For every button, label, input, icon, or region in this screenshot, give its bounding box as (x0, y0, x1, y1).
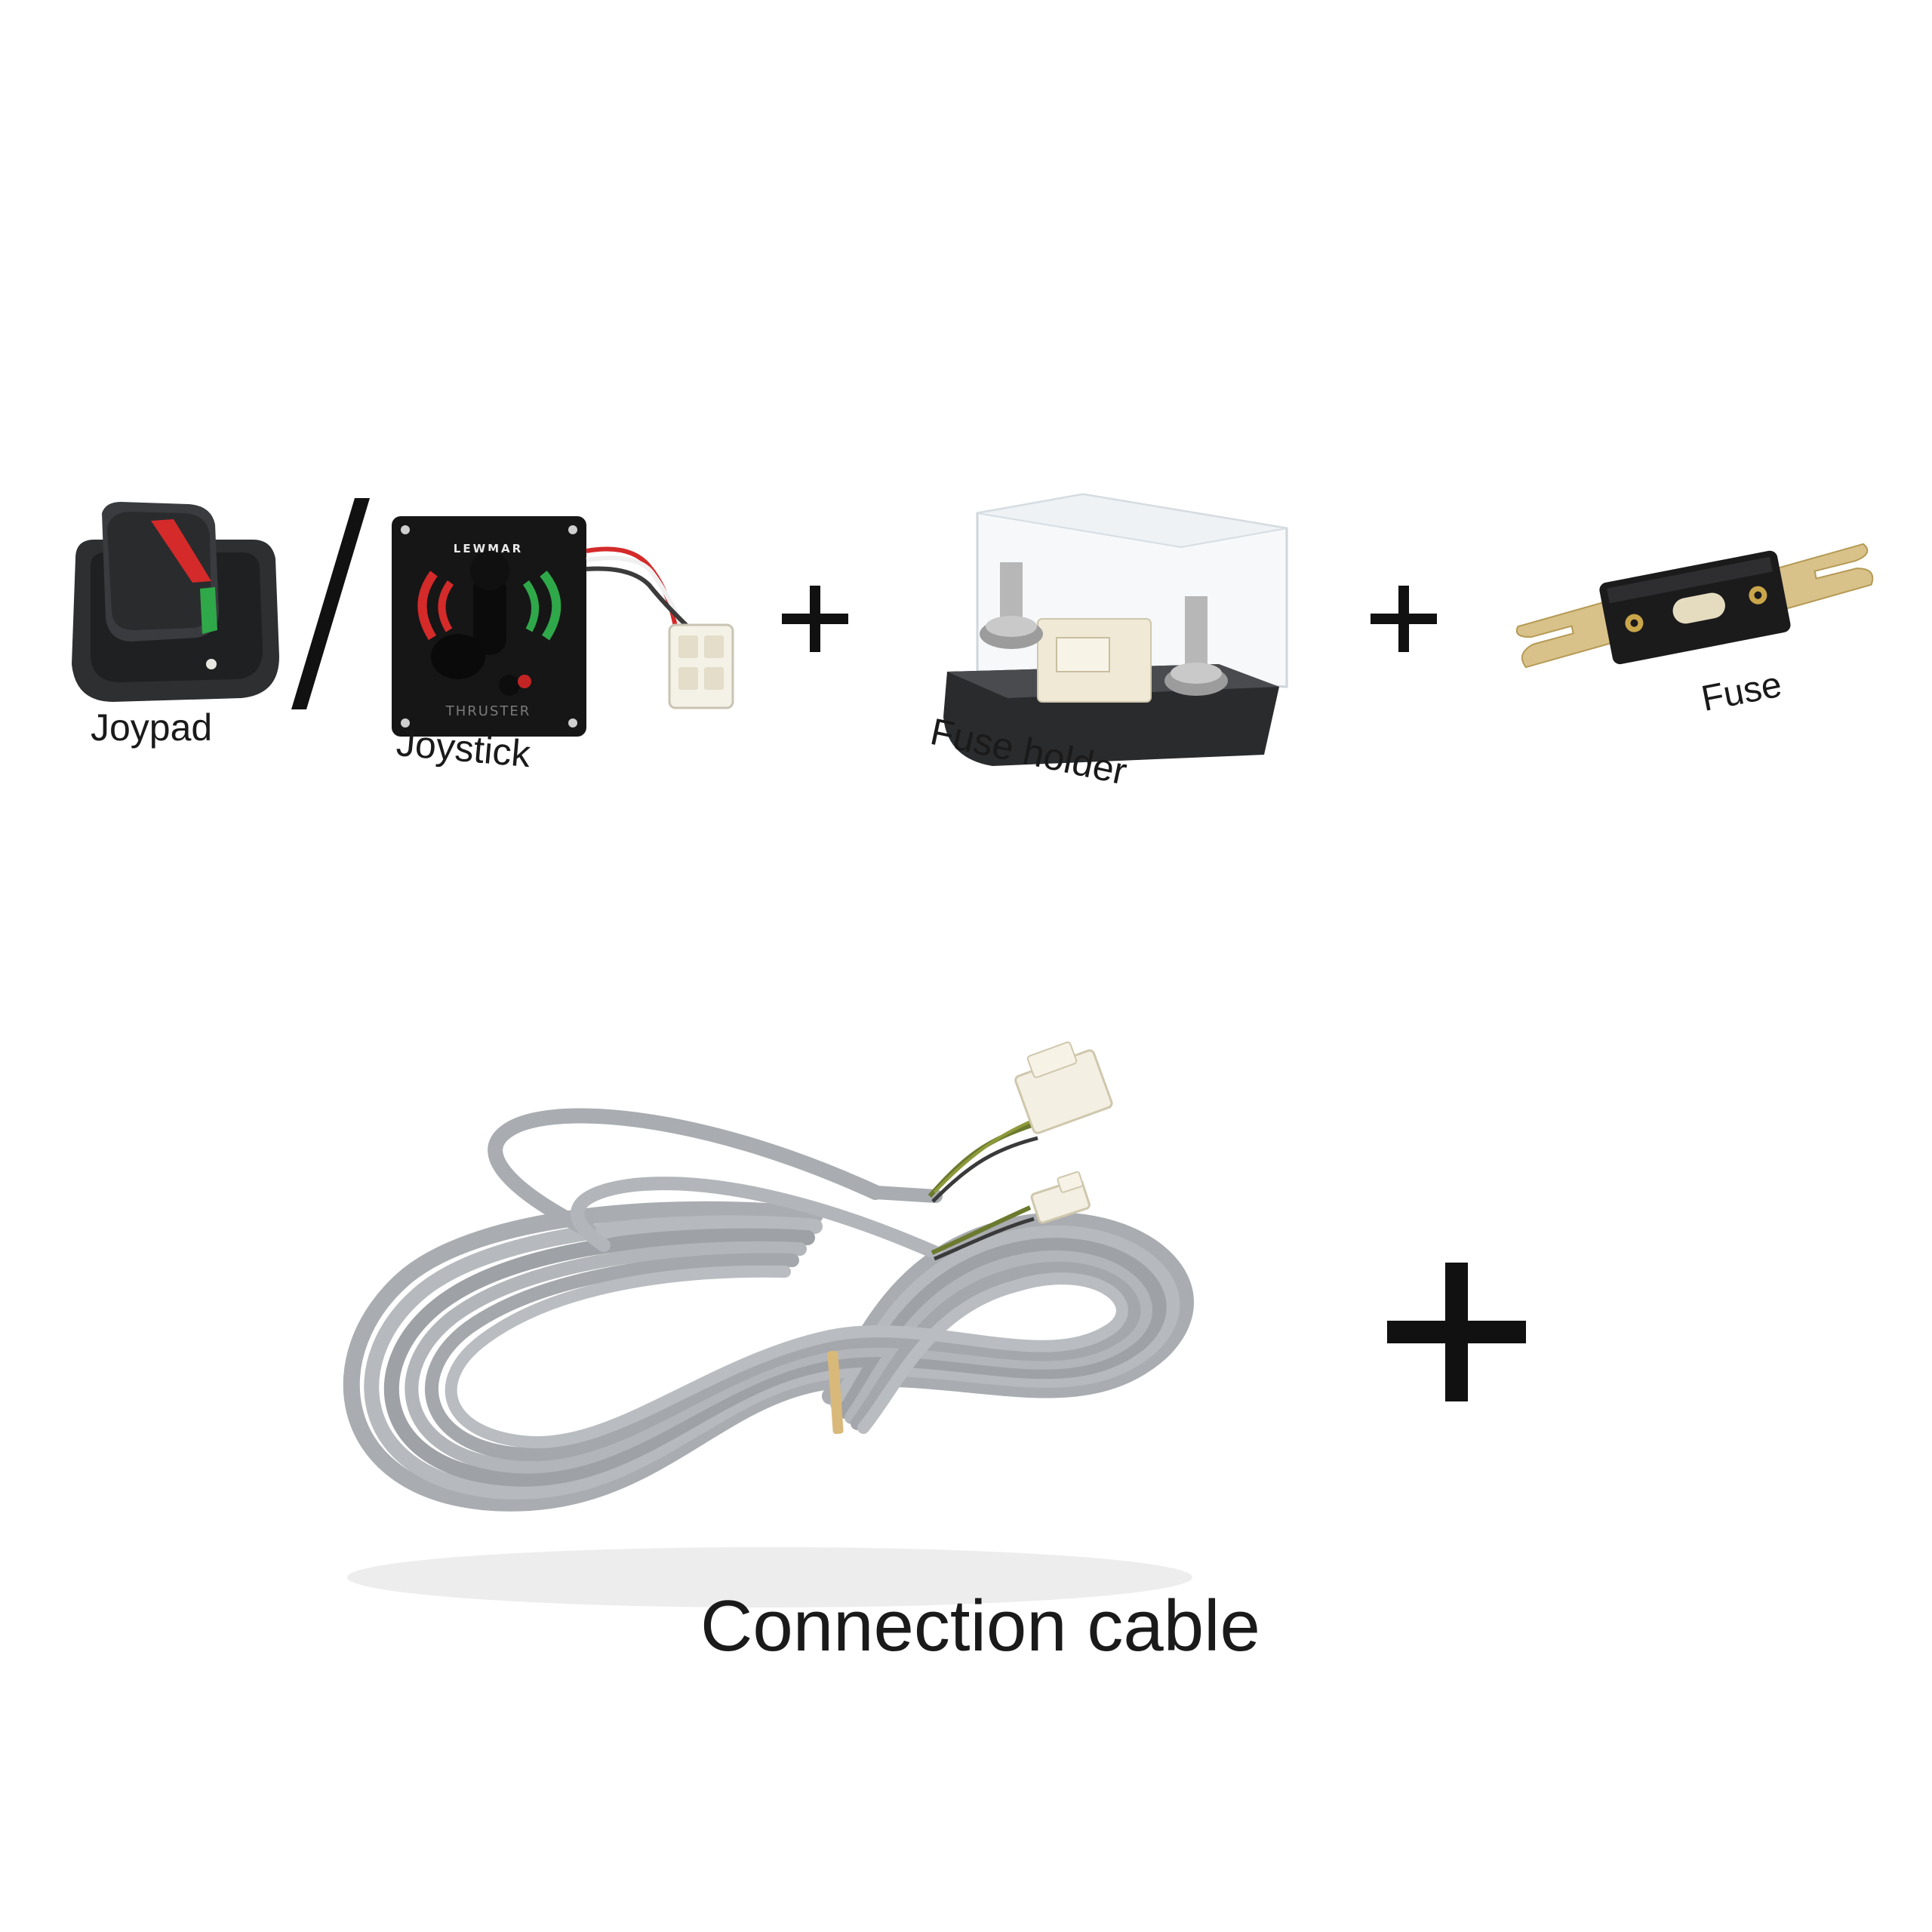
fuse-holder-image (943, 493, 1288, 766)
panel-mode-text: THRUSTER (445, 703, 531, 719)
joypad-label: Joypad (91, 706, 213, 749)
connection-cable-product (287, 1004, 1298, 1630)
plus-icon (782, 586, 848, 652)
fuse-image (1515, 543, 1874, 669)
fuse-holder-product (932, 483, 1302, 770)
connection-cable-image (343, 1041, 1194, 1607)
plus-icon (1371, 586, 1437, 652)
connection-cable-label: Connection cable (700, 1586, 1260, 1666)
joystick-image: LEWMAR THRUSTER (392, 516, 734, 737)
fuse-product (1509, 513, 1879, 694)
panel-brand-text: LEWMAR (454, 542, 523, 555)
joypad-image (72, 502, 279, 702)
joypad-product (60, 498, 287, 724)
joystick-product: LEWMAR THRUSTER (389, 513, 751, 747)
plus-icon (1387, 1263, 1526, 1401)
or-separator (291, 498, 370, 709)
